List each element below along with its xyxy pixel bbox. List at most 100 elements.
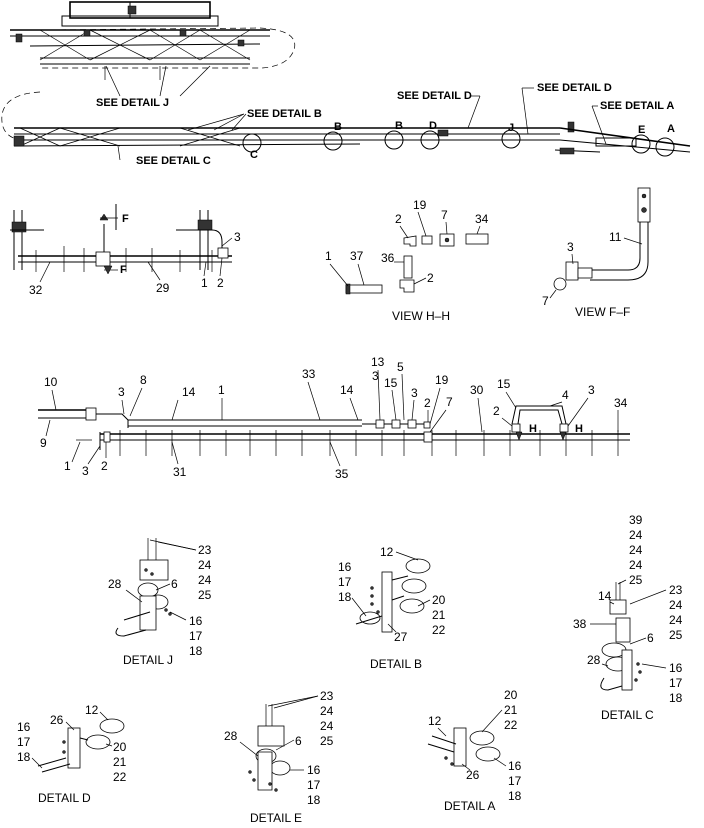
part-number-36: 36: [381, 251, 395, 265]
detail-a-labels: 12 20 21 22 26 16 17 18: [428, 688, 522, 803]
detail-a-caption: DETAIL A: [444, 799, 495, 813]
section-marker-f-bottom: F: [120, 264, 127, 276]
detail-a-label-8: 18: [508, 789, 522, 803]
part-number-2-b: 2: [493, 404, 500, 418]
part-number-3: 3: [567, 240, 574, 254]
part-number-2-a: 2: [424, 396, 431, 410]
detail-b-label-7: 22: [432, 623, 446, 637]
part-number-3-d: 3: [588, 383, 595, 397]
detail-d-label-2: 17: [17, 735, 31, 749]
detail-c-label-2: 24: [629, 528, 643, 542]
part-number-32: 32: [29, 283, 43, 297]
view-h-h-labels: 19 7 34 2 1 37 36 2: [325, 198, 489, 287]
detail-j-caption: DETAIL J: [123, 653, 173, 667]
part-number-15-b: 15: [497, 377, 511, 391]
part-number-9: 9: [40, 436, 47, 450]
section-marker-f-top: F: [122, 213, 129, 225]
detail-j-label-8: 17: [189, 629, 203, 643]
marker-c: C: [250, 149, 258, 161]
view-h-h: VIEW H–H: [345, 233, 489, 323]
detail-b-caption: DETAIL B: [370, 657, 422, 671]
part-number-5: 5: [397, 360, 404, 374]
detail-c-label-14: 16: [669, 661, 683, 675]
detail-c-label-15: 17: [669, 676, 683, 690]
detail-c-label-8: 24: [669, 598, 683, 612]
section-marker-h-right: H: [575, 423, 583, 435]
detail-d-label-5: 12: [85, 703, 99, 717]
overview-detail-markers: B B C D J E A: [250, 120, 675, 161]
part-number-7: 7: [446, 395, 453, 409]
detail-b-label-6: 21: [432, 608, 446, 622]
part-number-37: 37: [350, 249, 364, 263]
detail-c-label-11: 38: [573, 617, 587, 631]
part-number-19: 19: [435, 373, 449, 387]
detail-b-label-3: 17: [338, 575, 352, 589]
part-number-29: 29: [156, 281, 170, 295]
detail-c-label-6: 14: [598, 589, 612, 603]
detail-e-label-6: 6: [295, 734, 302, 748]
part-number-1-a: 1: [218, 383, 225, 397]
part-number-7: 7: [441, 208, 448, 222]
boom-section-detail: [10, 204, 232, 275]
detail-j-drawing: DETAIL J: [115, 538, 173, 667]
detail-e-label-9: 18: [307, 793, 321, 807]
part-number-3: 3: [234, 230, 241, 244]
overview-long-boom: [1, 91, 691, 157]
marker-e: E: [638, 124, 645, 136]
detail-c-label-16: 18: [669, 691, 683, 705]
detail-j-label-3: 24: [198, 573, 212, 587]
callout-see-detail-c: SEE DETAIL C: [117, 145, 211, 167]
part-number-3-e: 3: [82, 464, 89, 478]
callout-see-detail-d-left: SEE DETAIL D: [397, 90, 481, 129]
part-number-19: 19: [413, 198, 427, 212]
part-number-14-a: 14: [182, 385, 196, 399]
detail-j-label-2: 24: [198, 558, 212, 572]
detail-a-label-6: 16: [508, 759, 522, 773]
view-ff-caption: VIEW F–F: [575, 305, 630, 319]
part-number-3-b: 3: [372, 369, 379, 383]
callout-text: SEE DETAIL D: [397, 90, 472, 102]
part-number-34: 34: [614, 396, 628, 410]
detail-c-label-4: 24: [629, 558, 643, 572]
callout-see-detail-j: SEE DETAIL J: [96, 65, 211, 109]
part-number-33: 33: [302, 367, 316, 381]
part-number-10: 10: [44, 375, 58, 389]
detail-d-labels: 16 17 18 26 12 20 21 22: [17, 703, 127, 784]
callout-text: SEE DETAIL B: [247, 108, 322, 120]
part-number-14-b: 14: [340, 383, 354, 397]
callout-see-detail-b: SEE DETAIL B: [187, 108, 322, 131]
callout-text: SEE DETAIL D: [537, 82, 612, 94]
detail-a-label-7: 17: [508, 774, 522, 788]
part-number-15-a: 15: [384, 376, 398, 390]
detail-c-label-9: 24: [669, 613, 683, 627]
detail-c-label-7: 23: [669, 583, 683, 597]
detail-a-drawing: DETAIL A: [427, 727, 501, 813]
part-number-3-c: 3: [411, 386, 418, 400]
detail-c-label-1: 39: [629, 513, 643, 527]
marker-j: J: [508, 122, 514, 134]
part-number-30: 30: [470, 383, 484, 397]
main-boom-assembly: [38, 405, 630, 456]
part-number-31: 31: [173, 465, 187, 479]
marker-b-2: B: [395, 120, 403, 132]
detail-e-drawing: DETAIL E: [248, 704, 302, 825]
marker-d: D: [429, 120, 437, 132]
detail-d-label-7: 21: [113, 755, 127, 769]
view-f-f: VIEW F–F: [553, 187, 651, 319]
detail-b-drawing: DETAIL B: [355, 558, 431, 671]
detail-d-label-4: 26: [50, 713, 64, 727]
detail-c-labels: 39 24 24 24 25 14 23 24 24 25 38 6 28 16…: [573, 513, 683, 705]
detail-c-drawing: DETAIL C: [600, 582, 654, 722]
detail-e-label-5: 28: [224, 729, 238, 743]
detail-j-label-4: 25: [198, 588, 212, 602]
part-number-2-upper: 2: [395, 212, 402, 226]
detail-b-label-4: 18: [338, 590, 352, 604]
detail-d-label-1: 16: [17, 720, 31, 734]
detail-a-label-3: 21: [504, 703, 518, 717]
part-number-2-lower: 2: [427, 271, 434, 285]
detail-e-label-7: 16: [307, 763, 321, 777]
part-number-2: 2: [217, 276, 224, 290]
part-number-13: 13: [371, 355, 385, 369]
view-hh-caption: VIEW H–H: [392, 309, 450, 323]
